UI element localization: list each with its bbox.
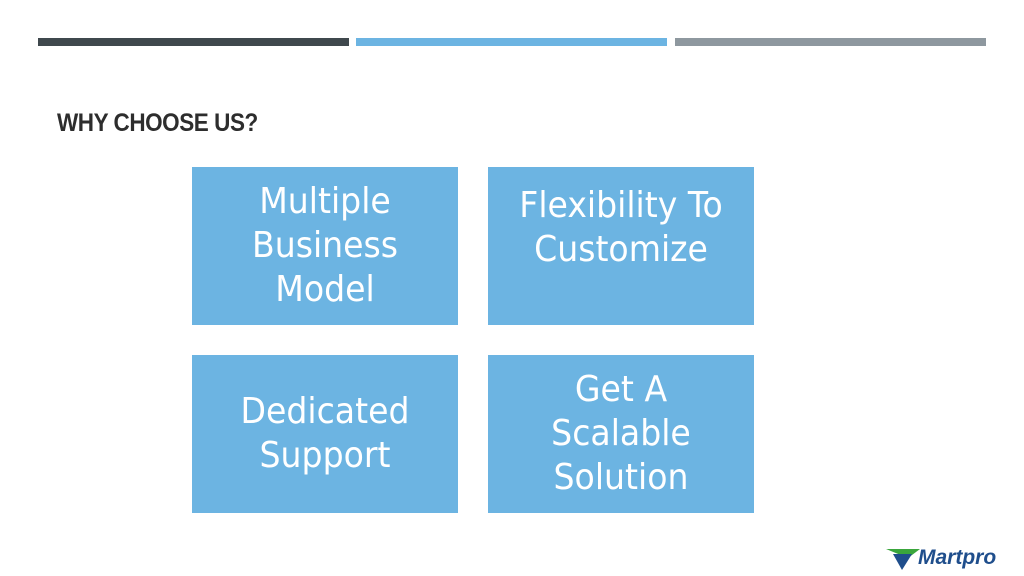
feature-box-dedicated-support: Dedicated Support xyxy=(192,355,458,513)
feature-label: Dedicated Support xyxy=(240,391,410,476)
feature-label: Multiple Business Model xyxy=(251,181,399,310)
feature-label: Flexibility To Customize xyxy=(519,185,723,270)
header-bar-dark xyxy=(38,38,349,46)
logo-mark-icon xyxy=(886,549,920,570)
header-bar-blue xyxy=(356,38,667,46)
logo-text: Martpro xyxy=(918,546,997,569)
feature-box-flexibility-to-customize: Flexibility To Customize xyxy=(488,167,754,325)
martpro-logo: Martpro xyxy=(886,544,1018,574)
header-bar-gray xyxy=(675,38,986,46)
slide-title: WHY CHOOSE US? xyxy=(57,109,258,137)
feature-label: Get A Scalable Solution xyxy=(551,369,691,498)
feature-box-multiple-business-model: Multiple Business Model xyxy=(192,167,458,325)
feature-box-scalable-solution: Get A Scalable Solution xyxy=(488,355,754,513)
